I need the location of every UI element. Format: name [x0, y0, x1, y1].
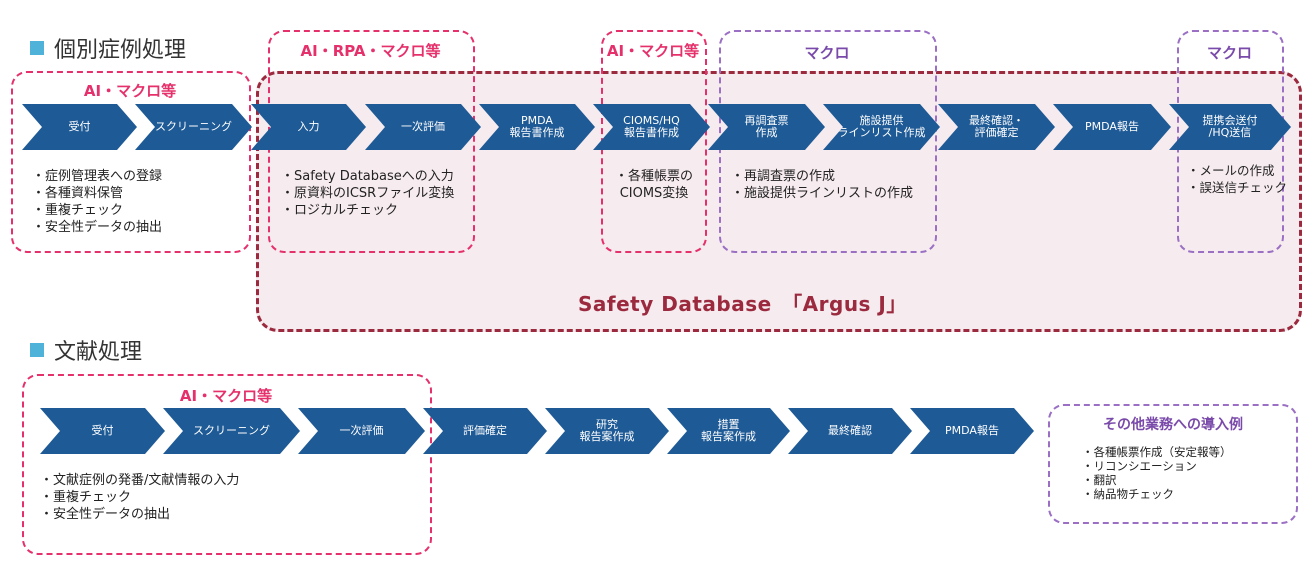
- list-item: ・Safety Databaseへの入力: [281, 169, 454, 184]
- lit-step-reception: 受付: [40, 408, 165, 454]
- bullet-square-icon: [30, 41, 44, 55]
- lit-step-screening: スクリーニング: [163, 408, 300, 454]
- section-title-case: 個別症例処理: [30, 32, 186, 64]
- list-item: ・症例管理表への登録: [32, 169, 163, 184]
- list-item: CIOMS変換: [619, 186, 689, 201]
- safety-database-label: Safety Database 「Argus J」: [578, 292, 907, 316]
- bullet-list-ai-macro-1: ・症例管理表への登録 ・各種資料保管 ・重複チェック ・安全性データの抽出: [32, 168, 162, 236]
- list-item: ・施設提供ラインリストの作成: [731, 186, 914, 201]
- list-item: ・ロジカルチェック: [281, 203, 399, 218]
- section-title-case-text: 個別症例処理: [54, 38, 187, 63]
- group-label-macro-2: マクロ: [1206, 44, 1252, 62]
- list-item: ・メールの作成: [1187, 163, 1275, 178]
- list-item: ・リコンシエーション: [1082, 459, 1197, 473]
- list-item: ・各種帳票作成（安定報等）: [1082, 445, 1232, 459]
- lit-step-eval-confirm: 評価確定: [423, 408, 547, 454]
- list-item: ・翻訳: [1082, 473, 1117, 487]
- list-item: ・文献症例の発番/文献情報の入力: [40, 473, 240, 488]
- list-item: ・原資料のICSRファイル変換: [281, 186, 455, 201]
- group-label-lit-ai-macro: AI・マクロ等: [179, 387, 273, 405]
- bullet-list-ai-macro-2: ・各種帳票の CIOMS変換: [612, 168, 696, 202]
- bullet-list-macro-2: ・メールの作成 ・誤送信チェック: [1187, 162, 1287, 196]
- list-item: ・重複チェック: [32, 203, 124, 218]
- lit-step-measure-report-draft: 措置 報告案作成: [667, 408, 790, 454]
- list-item: ・重複チェック: [40, 490, 132, 505]
- bullet-list-macro-1: ・再調査票の作成 ・施設提供ラインリストの作成: [731, 168, 913, 202]
- case-step-partner-hq-send: 提携会送付 /HQ送信: [1169, 104, 1291, 150]
- list-item: ・再調査票の作成: [731, 169, 836, 184]
- other-uses-box: [1048, 404, 1298, 524]
- bullet-list-ai-rpa-macro: ・Safety Databaseへの入力 ・原資料のICSRファイル変換 ・ロジ…: [281, 168, 454, 219]
- group-box-ai-macro-1: [11, 71, 251, 253]
- other-uses-title: その他業務への導入例: [1103, 417, 1243, 433]
- section-title-literature-text: 文献処理: [54, 340, 143, 365]
- lit-step-pmda-report: PMDA報告: [910, 408, 1034, 454]
- list-item: ・各種資料保管: [32, 186, 124, 201]
- group-label-macro-1: マクロ: [804, 44, 850, 62]
- list-item: ・安全性データの抽出: [40, 507, 171, 522]
- group-label-ai-macro-2: AI・マクロ等: [606, 42, 700, 60]
- bullet-list-other-uses: ・各種帳票作成（安定報等） ・リコンシエーション ・翻訳 ・納品物チェック: [1082, 445, 1232, 501]
- list-item: ・誤送信チェック: [1187, 180, 1288, 195]
- bullet-list-lit: ・文献症例の発番/文献情報の入力 ・重複チェック ・安全性データの抽出: [40, 472, 239, 523]
- bullet-square-icon: [30, 343, 44, 357]
- lit-step-research-report-draft: 研究 報告案作成: [545, 408, 669, 454]
- group-box-lit-ai-macro: [22, 374, 432, 555]
- lit-step-primary-eval: 一次評価: [298, 408, 425, 454]
- group-label-ai-macro-1: AI・マクロ等: [83, 82, 177, 100]
- list-item: ・安全性データの抽出: [32, 220, 163, 235]
- case-step-screening: スクリーニング: [135, 104, 252, 150]
- section-title-literature: 文献処理: [30, 334, 142, 366]
- group-label-ai-rpa-macro: AI・RPA・マクロ等: [300, 42, 441, 60]
- lit-step-final-confirm: 最終確認: [788, 408, 912, 454]
- list-item: ・各種帳票の: [614, 169, 693, 184]
- list-item: ・納品物チェック: [1082, 487, 1174, 501]
- case-step-final-confirmation: 最終確認・ 評価確定: [938, 104, 1055, 150]
